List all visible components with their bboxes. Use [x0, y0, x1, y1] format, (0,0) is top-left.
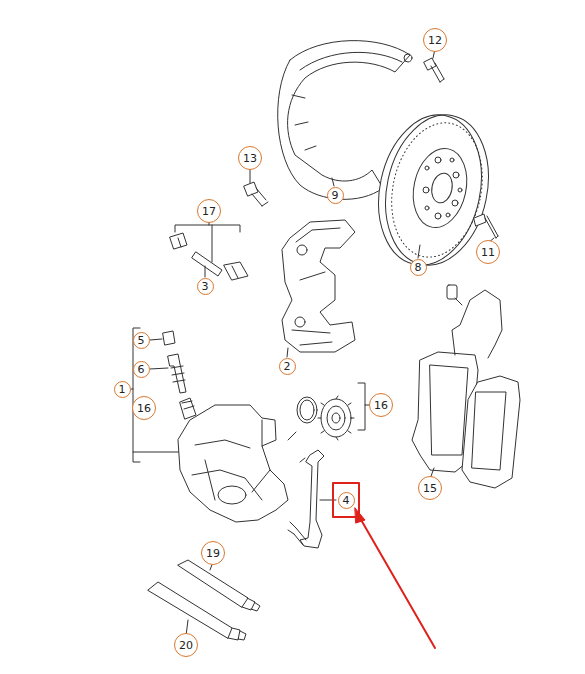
callout-number: 1 — [114, 381, 131, 398]
caliper-housing — [178, 398, 288, 522]
brake-pads — [412, 285, 520, 488]
leader-line — [150, 368, 168, 369]
leader-line — [288, 522, 296, 534]
callout-number: 16 — [369, 393, 393, 417]
callout-number: 4 — [338, 492, 355, 509]
seal-kit — [297, 396, 354, 440]
leader-line — [288, 432, 296, 440]
grease-tubes — [148, 560, 260, 640]
callout-number: 3 — [197, 278, 214, 295]
callout-number: 13 — [238, 146, 262, 170]
bolt — [244, 182, 268, 206]
bleed-valve — [163, 331, 186, 393]
callout-number: 12 — [423, 28, 447, 52]
callout-number: 8 — [410, 259, 427, 276]
callout-number: 20 — [174, 633, 198, 657]
leader-line — [287, 348, 288, 357]
callout-number: 19 — [201, 541, 225, 565]
callout-number: 6 — [133, 361, 150, 378]
brake-disc — [365, 105, 501, 274]
leader-line — [150, 339, 162, 340]
guide-pin — [170, 233, 248, 280]
leader-line — [332, 178, 334, 186]
callout-number: 2 — [279, 358, 296, 375]
callout-number: 16 — [132, 396, 156, 420]
callout-number: 5 — [133, 332, 150, 349]
leader-line — [205, 266, 206, 277]
caliper-bracket — [282, 220, 355, 352]
spring-clip — [294, 450, 324, 548]
pointer-arrow — [360, 518, 435, 648]
bolt — [424, 58, 444, 82]
leader-line — [418, 245, 420, 258]
callout-number: 11 — [476, 240, 500, 264]
callout-number: 9 — [327, 187, 344, 204]
callout-number: 17 — [197, 199, 221, 223]
callout-number: 15 — [418, 476, 442, 500]
screw — [474, 214, 498, 238]
arrow-head — [355, 508, 365, 523]
